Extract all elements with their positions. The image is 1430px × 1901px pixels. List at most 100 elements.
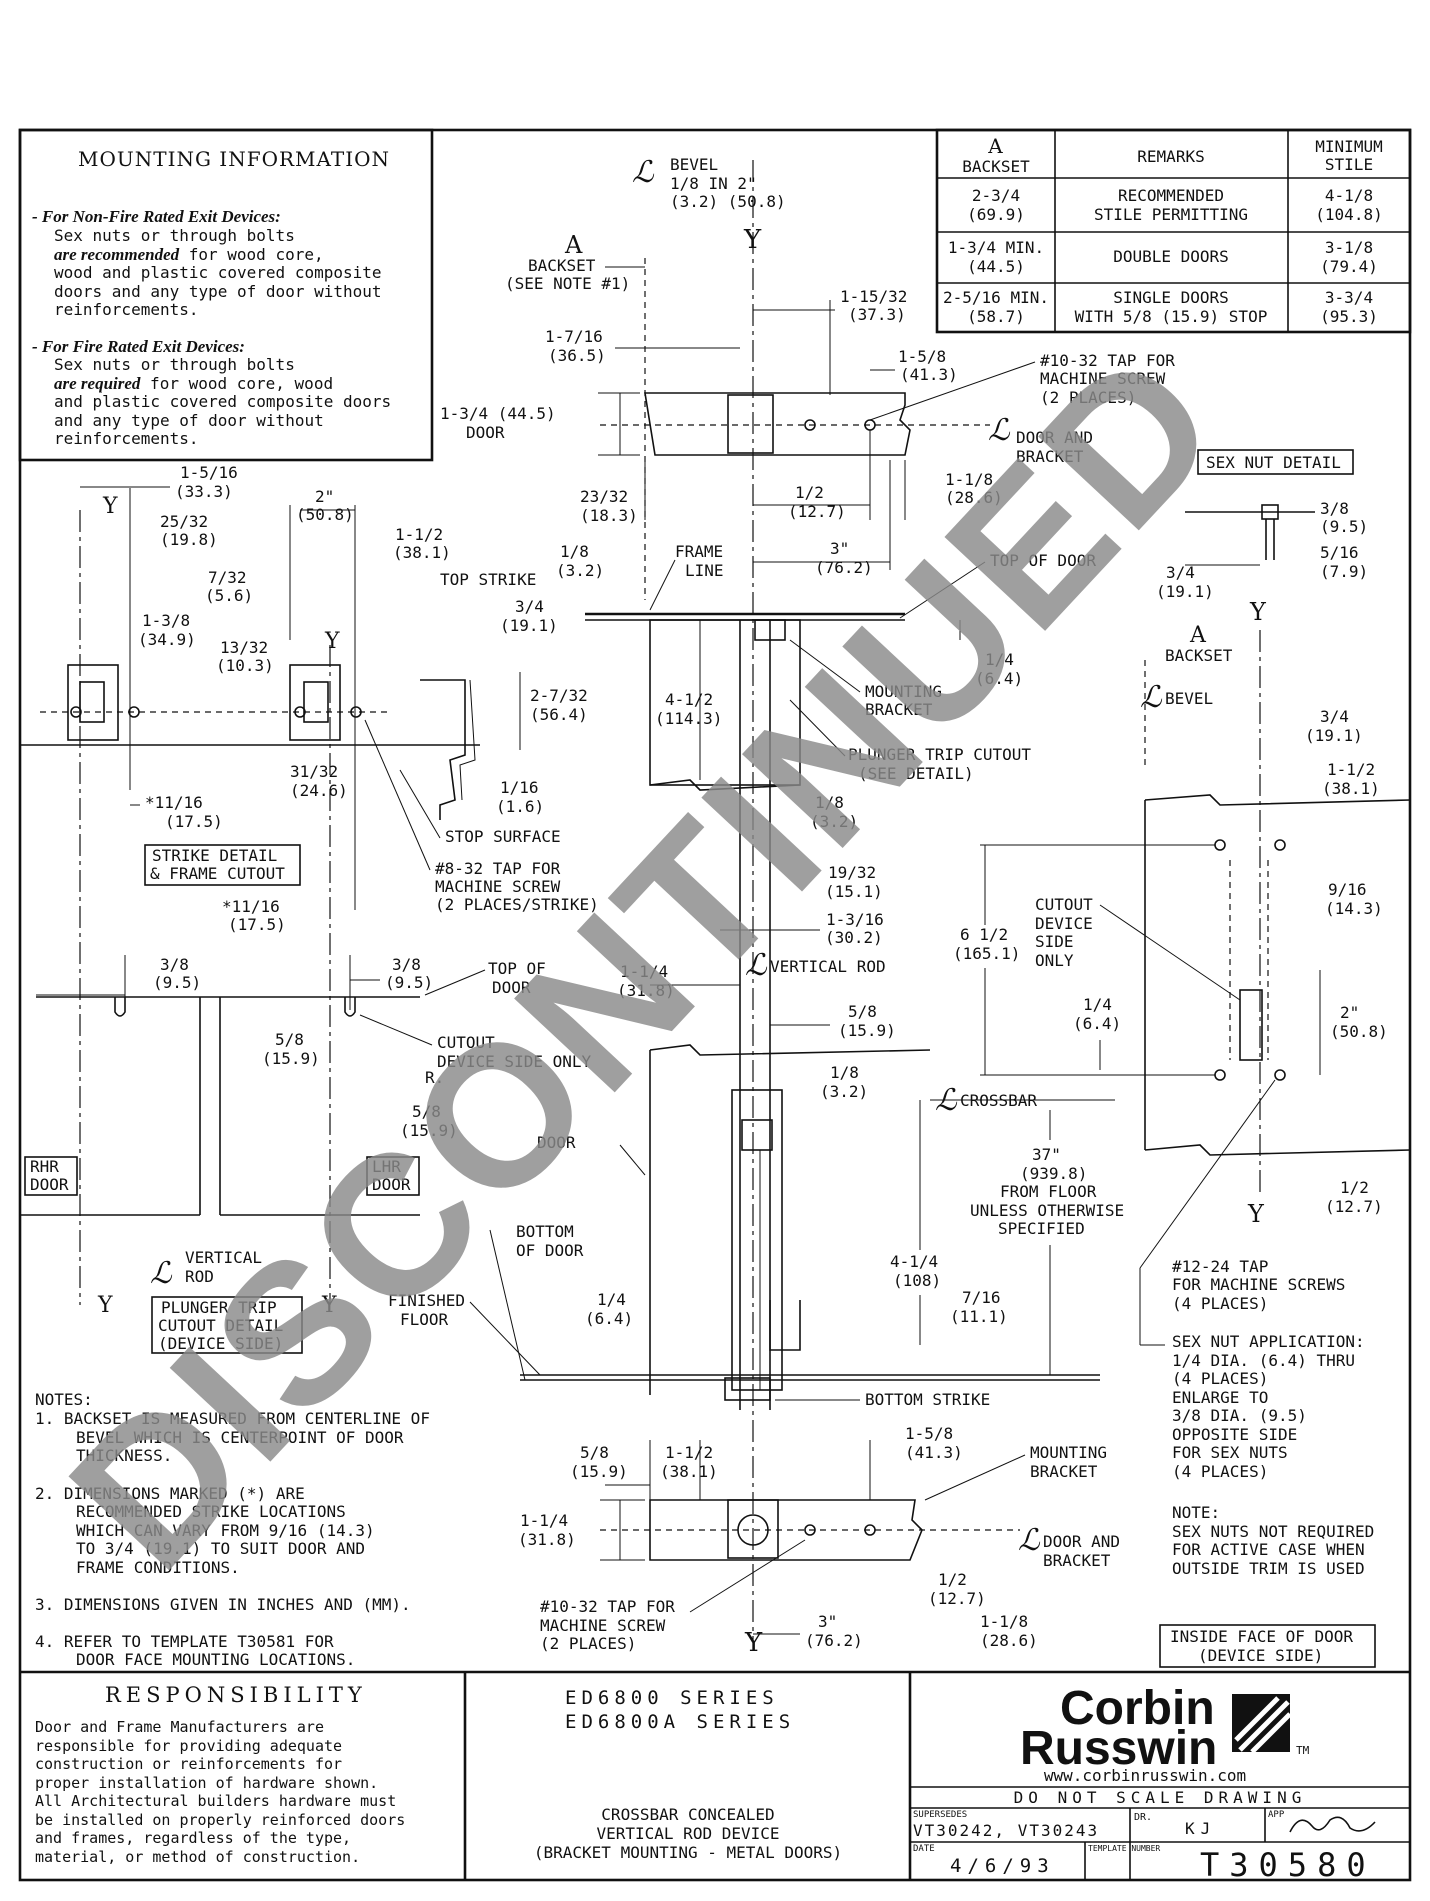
svg-text:BRACKET: BRACKET	[1030, 1462, 1098, 1481]
svg-text:FRAME: FRAME	[675, 542, 723, 561]
svg-text:PLUNGER TRIP CUTOUT: PLUNGER TRIP CUTOUT	[848, 745, 1031, 764]
svg-text:OF DOOR: OF DOOR	[516, 1241, 584, 1260]
company-logo-text: Corbin	[1060, 1682, 1215, 1735]
svg-text:BACKSET: BACKSET	[962, 157, 1030, 176]
mounting-title: MOUNTING INFORMATION	[78, 147, 390, 171]
svg-text:CUTOUT DETAIL: CUTOUT DETAIL	[158, 1316, 283, 1335]
svg-text:5/8: 5/8	[848, 1002, 877, 1021]
svg-text:(28.6): (28.6)	[945, 488, 1003, 507]
svg-text:BEVEL: BEVEL	[1165, 689, 1213, 708]
svg-text:MOUNTING: MOUNTING	[1030, 1443, 1107, 1462]
svg-text:(58.7): (58.7)	[967, 307, 1025, 326]
svg-text:(6.4): (6.4)	[585, 1309, 633, 1328]
table-row: 1-3/4 MIN. (44.5) DOUBLE DOORS 3-1/8 (79…	[948, 238, 1378, 276]
svg-text:TM: TM	[1296, 1744, 1310, 1757]
svg-text:(11.1): (11.1)	[950, 1307, 1008, 1326]
svg-text:1-1/2: 1-1/2	[665, 1443, 713, 1462]
svg-text:1-15/32: 1-15/32	[840, 287, 907, 306]
svg-text:3/4: 3/4	[1166, 563, 1195, 582]
drawing-border	[18, 128, 1412, 1882]
svg-text:#10-32 TAP FOR: #10-32 TAP FOR	[540, 1597, 675, 1616]
svg-text:2": 2"	[1340, 1003, 1359, 1022]
svg-text:(6.4): (6.4)	[975, 669, 1023, 688]
svg-text:and any type of door without: and any type of door without	[54, 411, 324, 430]
svg-text:(9.5): (9.5)	[385, 973, 433, 992]
svg-text:(38.1): (38.1)	[660, 1462, 718, 1481]
svg-text:MOUNTING: MOUNTING	[865, 682, 942, 701]
svg-text:(17.5): (17.5)	[165, 812, 223, 831]
svg-text:SEX NUT APPLICATION:: SEX NUT APPLICATION:	[1172, 1332, 1365, 1351]
svg-text:are recommended for wood core,: are recommended for wood core,	[54, 245, 324, 264]
svg-text:(104.8): (104.8)	[1315, 205, 1382, 224]
svg-text:1/8 IN 2": 1/8 IN 2"	[670, 174, 757, 193]
svg-text:(3.2): (3.2)	[556, 561, 604, 580]
svg-text:Y: Y	[102, 494, 119, 519]
svg-text:(DEVICE SIDE): (DEVICE SIDE)	[158, 1334, 283, 1353]
svg-text:SINGLE DOORS: SINGLE DOORS	[1113, 288, 1229, 307]
svg-text:DEVICE: DEVICE	[1035, 914, 1093, 933]
svg-text:TEMPLATE NUMBER: TEMPLATE NUMBER	[1088, 1844, 1160, 1853]
svg-text:(44.5): (44.5)	[967, 257, 1025, 276]
svg-text:2": 2"	[315, 487, 334, 506]
svg-text:(41.3): (41.3)	[900, 365, 958, 384]
svg-text:reinforcements.: reinforcements.	[54, 429, 199, 448]
svg-text:ℒ: ℒ	[1018, 1523, 1041, 1558]
svg-text:1/8: 1/8	[560, 542, 589, 561]
svg-text:VERTICAL ROD DEVICE: VERTICAL ROD DEVICE	[596, 1824, 779, 1843]
svg-text:STOP SURFACE: STOP SURFACE	[445, 827, 561, 846]
svg-text:(33.3): (33.3)	[175, 482, 233, 501]
svg-text:23/32: 23/32	[580, 487, 628, 506]
svg-text:1-3/4 MIN.: 1-3/4 MIN.	[948, 238, 1044, 257]
svg-text:DOUBLE DOORS: DOUBLE DOORS	[1113, 247, 1229, 266]
device-side-elevation: Y A BACKSET ℒ BEVEL 3/4 (19.1) 1-1/2 (38…	[953, 598, 1411, 1668]
approver-signature	[1289, 1816, 1376, 1833]
svg-text:TO 3/4 (19.1) TO SUIT DOOR AND: TO 3/4 (19.1) TO SUIT DOOR AND	[76, 1539, 365, 1558]
svg-text:FOR MACHINE SCREWS: FOR MACHINE SCREWS	[1172, 1275, 1345, 1294]
svg-text:BEVEL: BEVEL	[670, 155, 718, 174]
svg-text:4-1/2: 4-1/2	[665, 690, 713, 709]
svg-text:wood and plastic covered compo: wood and plastic covered composite	[54, 263, 382, 282]
svg-text:1-1/2: 1-1/2	[395, 525, 443, 544]
svg-text:(95.3): (95.3)	[1320, 307, 1378, 326]
svg-text:NOTES:: NOTES:	[35, 1390, 93, 1409]
backset-table: A BACKSET REMARKS MINIMUM STILE 2-3/4 (6…	[935, 128, 1412, 334]
svg-text:MINIMUM: MINIMUM	[1315, 137, 1382, 156]
svg-text:A: A	[987, 134, 1003, 158]
svg-text:1-1/4: 1-1/4	[520, 1511, 568, 1530]
svg-text:1-1/8: 1-1/8	[945, 470, 993, 489]
svg-text:(2 PLACES/STRIKE): (2 PLACES/STRIKE)	[435, 895, 599, 914]
responsibility-block: RESPONSIBILITY Door and Frame Manufactur…	[35, 1683, 405, 1866]
svg-text:31/32: 31/32	[290, 762, 338, 781]
svg-text:BRACKET: BRACKET	[1016, 447, 1084, 466]
svg-text:(15.9): (15.9)	[838, 1021, 896, 1040]
svg-text:1-3/8: 1-3/8	[142, 611, 190, 630]
svg-text:A: A	[564, 231, 583, 259]
svg-text:are required for wood core, wo: are required for wood core, wood	[54, 374, 333, 393]
svg-text:25/32: 25/32	[160, 512, 208, 531]
svg-text:(2 PLACES): (2 PLACES)	[1040, 388, 1136, 407]
svg-text:7/16: 7/16	[962, 1288, 1001, 1307]
svg-text:1/4: 1/4	[1083, 995, 1112, 1014]
svg-text:(31.8): (31.8)	[518, 1530, 576, 1549]
svg-text:FINISHED: FINISHED	[388, 1291, 465, 1310]
svg-text:construction or reinforcements: construction or reinforcements for	[35, 1755, 342, 1773]
svg-text:7/32: 7/32	[208, 568, 247, 587]
svg-text:MACHINE SCREW: MACHINE SCREW	[540, 1616, 666, 1635]
svg-text:SUPERSEDES: SUPERSEDES	[913, 1810, 967, 1820]
centerline-symbol: ℒ	[632, 155, 655, 190]
door-elevation: 4-1/2 (114.3) MOUNTING BRACKET 1/4 (6.4)…	[388, 612, 1124, 1410]
svg-text:(10.3): (10.3)	[216, 656, 274, 675]
svg-text:(3.2): (3.2)	[820, 1082, 868, 1101]
svg-text:(12.7): (12.7)	[1325, 1197, 1383, 1216]
svg-text:INSIDE FACE OF DOOR: INSIDE FACE OF DOOR	[1170, 1627, 1353, 1646]
svg-text:LINE: LINE	[685, 561, 724, 580]
svg-text:and frames, regardless of the: and frames, regardless of the type,	[35, 1829, 351, 1847]
svg-text:1/4: 1/4	[985, 650, 1014, 669]
svg-text:(76.2): (76.2)	[805, 1631, 863, 1650]
svg-text:(34.9): (34.9)	[138, 630, 196, 649]
svg-text:THICKNESS.: THICKNESS.	[76, 1446, 172, 1465]
svg-text:DR.: DR.	[1134, 1812, 1152, 1823]
svg-text:(165.1): (165.1)	[953, 944, 1020, 963]
svg-text:3/8: 3/8	[160, 955, 189, 974]
svg-text:and plastic covered composite: and plastic covered composite doors	[54, 392, 391, 411]
